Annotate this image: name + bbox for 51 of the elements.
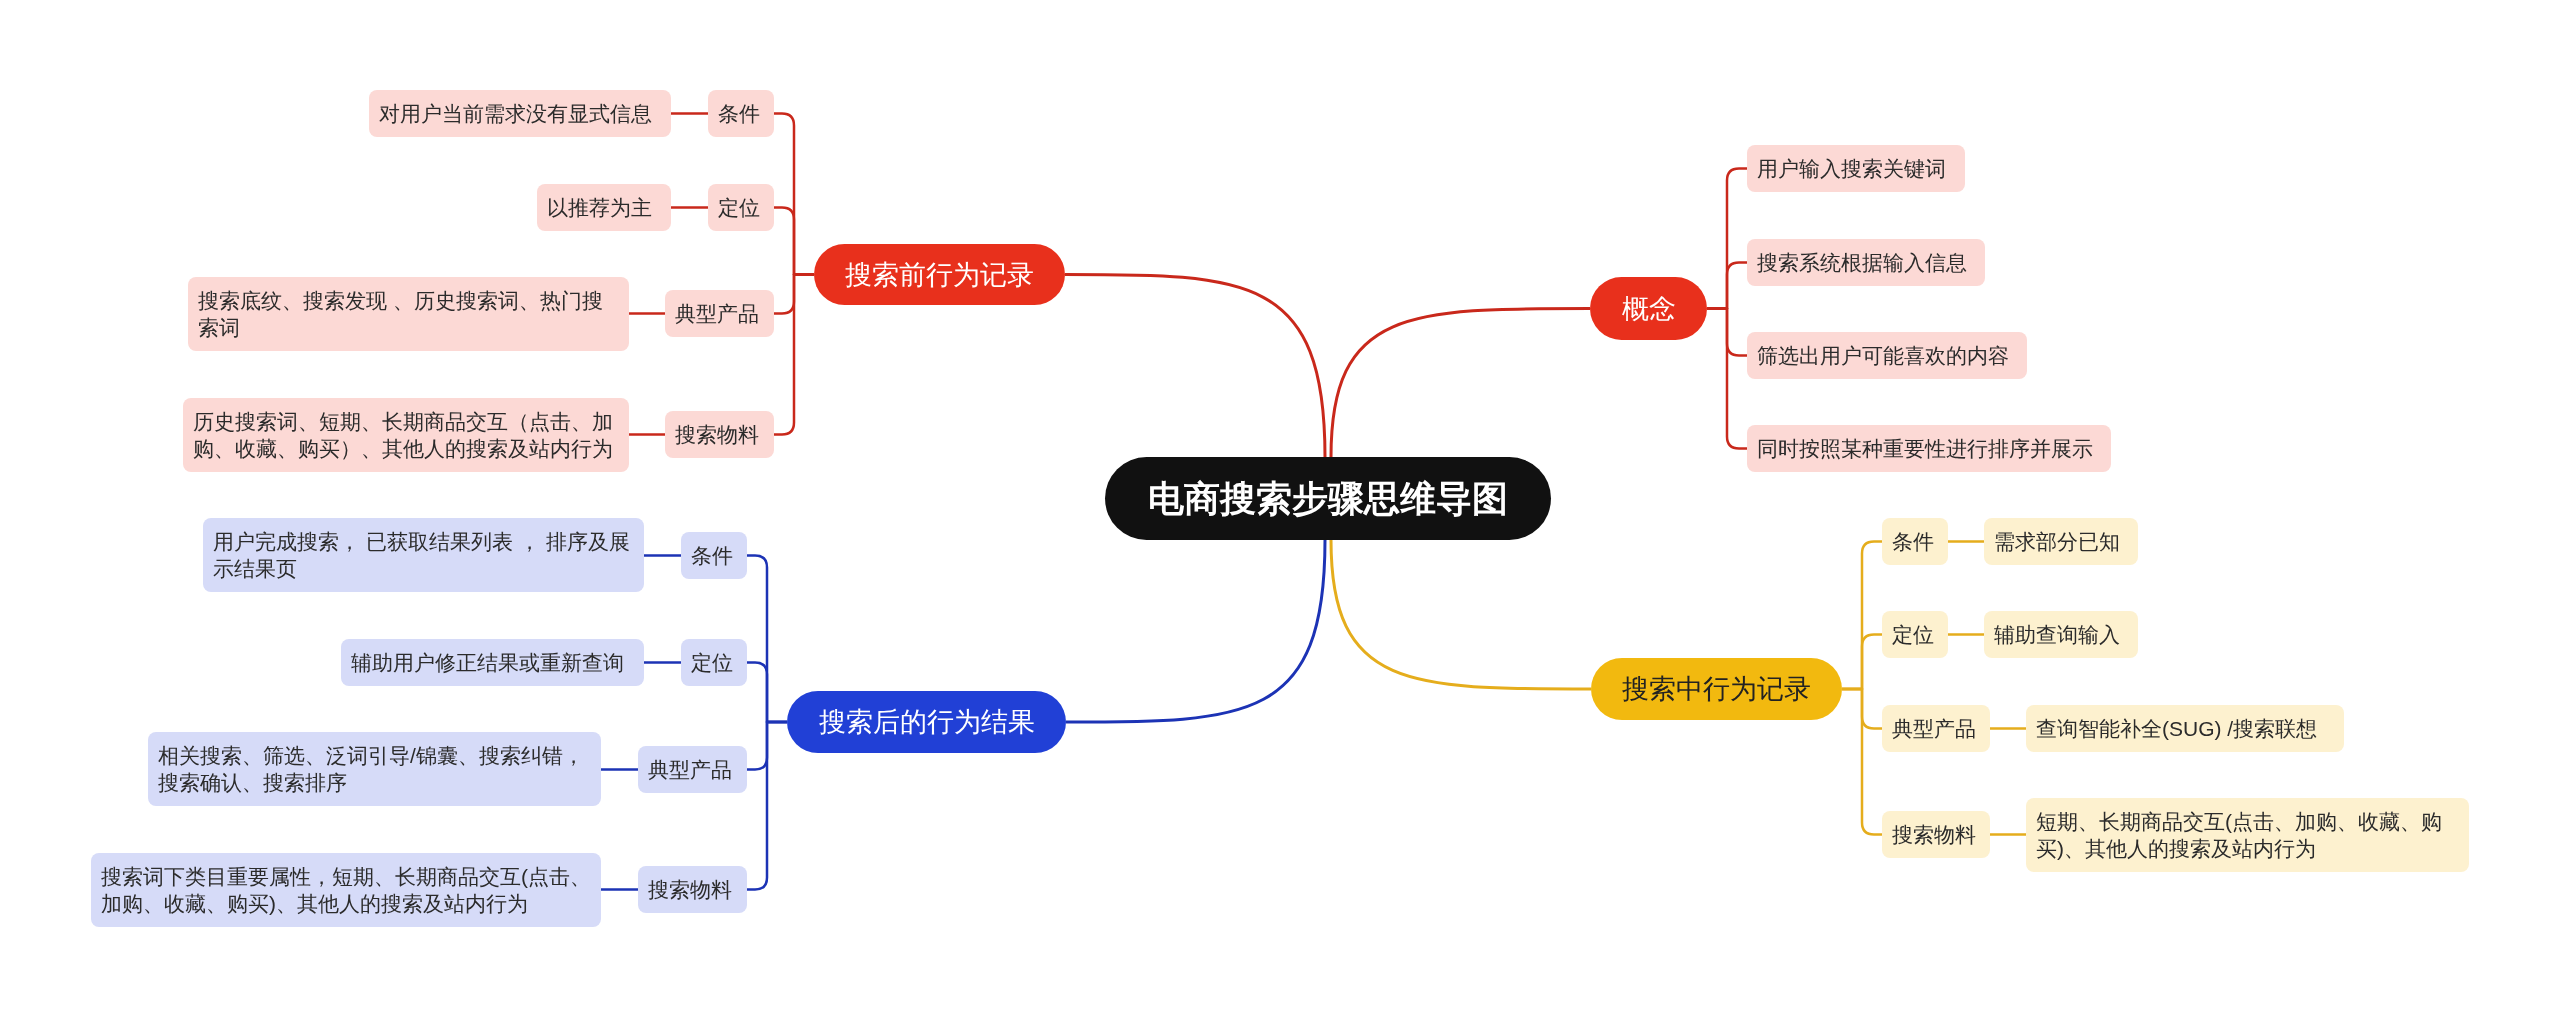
note-card: 对用户当前需求没有显式信息 [369,90,671,137]
subtopic-tag: 条件 [708,90,774,137]
central-topic: 电商搜索步骤思维导图 [1105,457,1551,540]
subtopic-tag: 条件 [681,532,747,579]
connector-line [1842,687,1882,836]
topic-pill: 搜索中行为记录 [1591,658,1842,720]
connector-line [1329,307,1590,458]
note-card: 以推荐为主 [537,184,671,231]
subtopic-tag: 定位 [1882,611,1948,658]
note-card: 辅助用户修正结果或重新查询 [341,639,644,686]
topic-pill: 概念 [1590,277,1707,340]
connector-line [629,433,665,436]
connector-line [1065,273,1327,458]
connector-line [601,768,638,771]
note-card: 同时按照某种重要性进行排序并展示 [1747,425,2111,472]
topic-pill: 搜索前行为记录 [814,244,1065,305]
subtopic-tag: 搜索物料 [665,411,774,458]
connector-line [1948,540,1984,543]
connector-line [1948,633,1984,636]
subtopic-tag: 典型产品 [1882,705,1990,752]
note-card: 历史搜索词、短期、长期商品交互（点击、加购、收藏、购买）、其他人的搜索及站内行为 [183,398,629,472]
connector-line [671,112,708,115]
connector-line [629,312,665,315]
note-card: 搜索系统根据输入信息 [1747,239,1985,286]
connector-line [1990,833,2026,836]
connector-line [747,720,787,891]
note-card: 搜索底纹、搜索发现 、历史搜索词、热门搜索词 [188,277,629,351]
subtopic-tag: 条件 [1882,518,1948,565]
subtopic-tag: 典型产品 [665,290,774,337]
note-card: 相关搜索、筛选、泛词引导/锦囊、搜索纠错，搜索确认、搜索排序 [148,732,601,806]
topic-pill: 搜索后的行为结果 [787,691,1066,753]
connector-line [1990,727,2026,730]
connector-line [644,661,681,664]
connector-line [671,206,708,209]
connector-line [601,888,638,891]
subtopic-tag: 定位 [708,184,774,231]
connector-line [1329,539,1591,691]
subtopic-tag: 典型产品 [638,746,747,793]
note-card: 辅助查询输入 [1984,611,2138,658]
subtopic-tag: 搜索物料 [638,866,747,913]
note-card: 查询智能补全(SUG) /搜索联想 [2026,705,2344,752]
connector-line [644,554,681,557]
subtopic-tag: 搜索物料 [1882,811,1990,858]
note-card: 筛选出用户可能喜欢的内容 [1747,332,2027,379]
subtopic-tag: 定位 [681,639,747,686]
connector-line [1066,539,1327,724]
note-card: 用户完成搜索， 已获取结果列表 ， 排序及展示结果页 [203,518,644,592]
note-card: 需求部分已知 [1984,518,2138,565]
note-card: 短期、长期商品交互(点击、加购、收藏、购买)、其他人的搜索及站内行为 [2026,798,2469,872]
note-card: 用户输入搜索关键词 [1747,145,1965,192]
note-card: 搜索词下类目重要属性，短期、长期商品交互(点击、加购、收藏、购买)、其他人的搜索及站内行为 [91,853,601,927]
